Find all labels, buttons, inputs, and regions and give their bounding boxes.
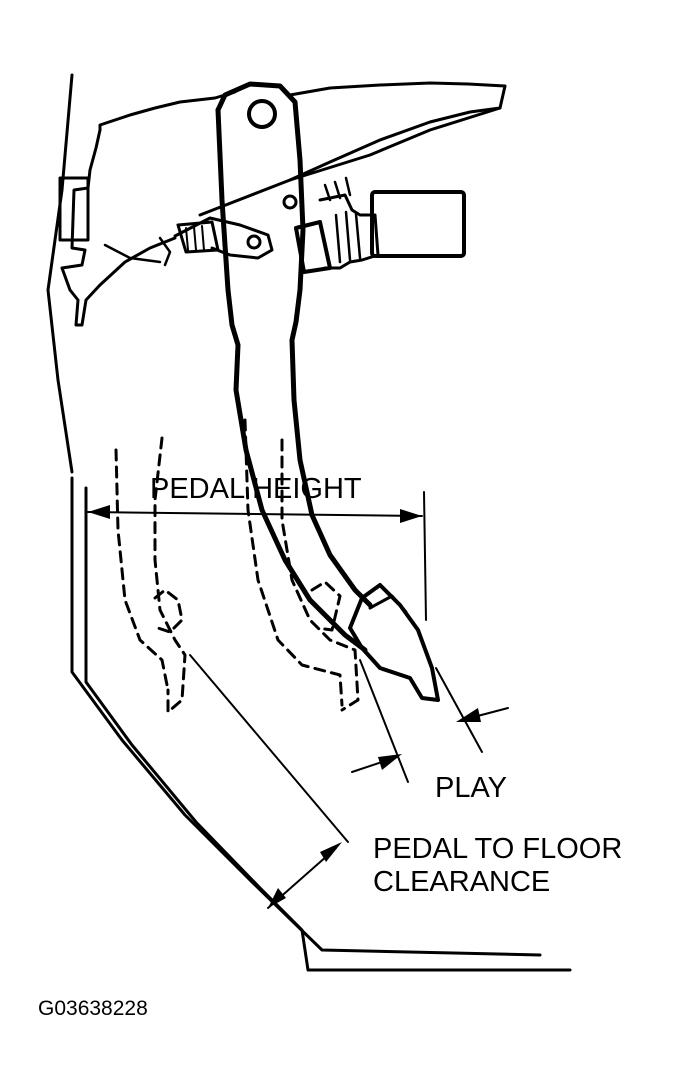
figure-code: G03638228 xyxy=(38,997,148,1020)
play-dimension xyxy=(351,659,509,783)
pedal-depressed-outline xyxy=(114,436,187,714)
pedal-height-label: PEDAL HEIGHT xyxy=(150,473,362,505)
pushrod-assembly xyxy=(173,106,502,260)
pedal-pad xyxy=(348,583,440,702)
pedal-arm xyxy=(215,81,373,653)
play-label: PLAY xyxy=(435,772,507,804)
stop-lamp-switch xyxy=(294,176,466,274)
clearance-dimension xyxy=(189,654,349,909)
floor-outline xyxy=(70,476,572,972)
clearance-label-line1: PEDAL TO FLOOR xyxy=(373,833,622,865)
pedal-middle-outline xyxy=(243,418,360,712)
pedal-height-dimension xyxy=(87,491,427,621)
firewall-bracket xyxy=(46,73,507,474)
clearance-label-line2: CLEARANCE xyxy=(373,866,550,898)
